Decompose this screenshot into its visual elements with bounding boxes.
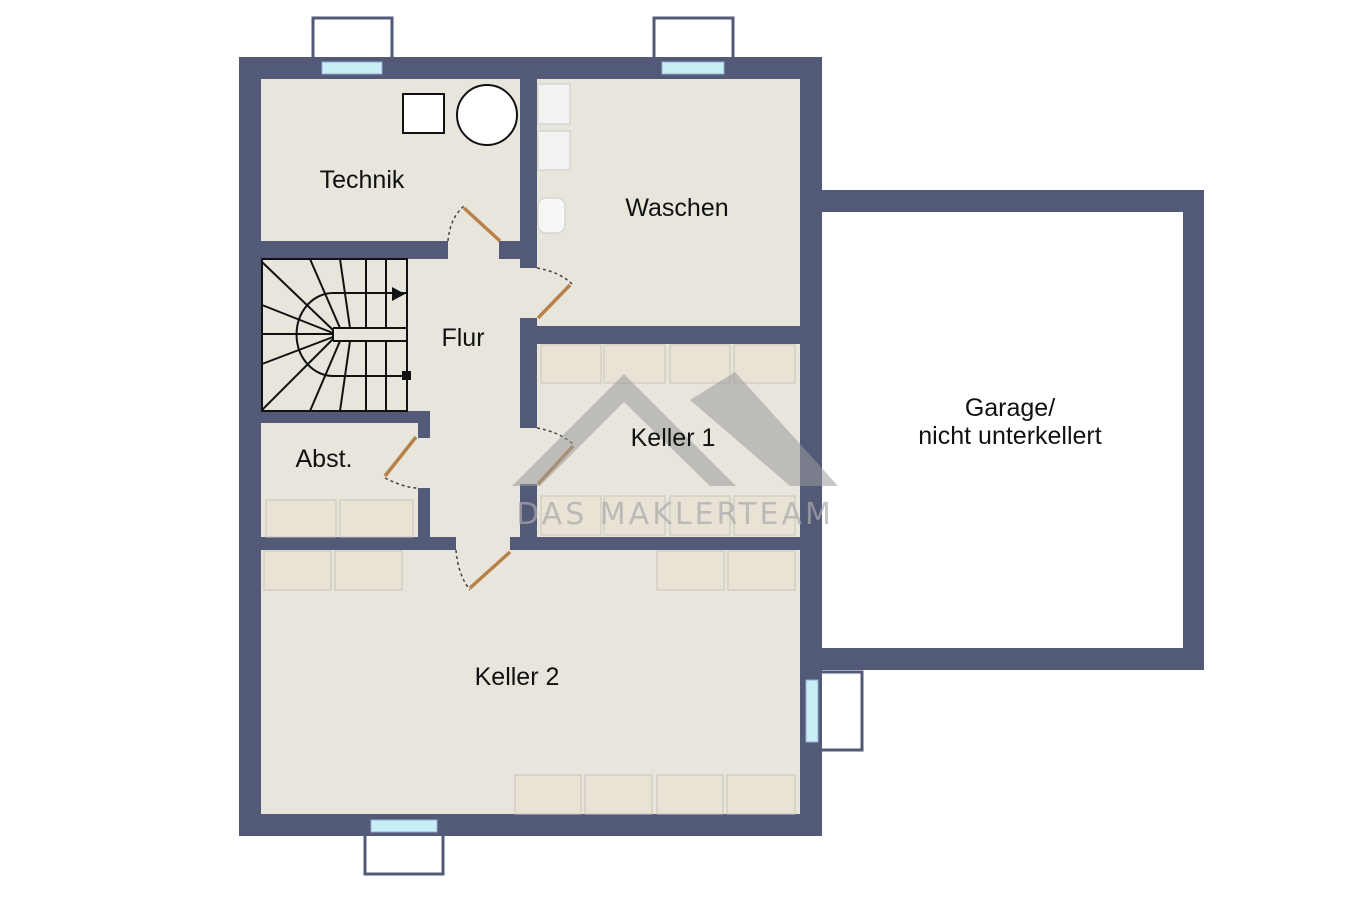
washing-machine [537, 83, 571, 125]
dryer [537, 130, 571, 171]
watermark-logo: DAS MAKLERTEAM [512, 372, 838, 532]
staircase [261, 258, 411, 412]
window-glass [321, 61, 819, 833]
room-label-abst: Abst. [296, 445, 353, 473]
furniture [263, 83, 796, 815]
room-label-flur: Flur [441, 324, 484, 352]
shelves [263, 344, 796, 815]
tank [456, 84, 518, 146]
sink [537, 197, 566, 234]
watermark-text: DAS MAKLERTEAM [516, 497, 834, 532]
room-label-garage-note: nicht unterkellert [918, 422, 1101, 450]
room-label-garage: Garage/ [965, 394, 1055, 422]
room-label-waschen: Waschen [625, 194, 728, 222]
room-label-technik: Technik [320, 166, 405, 194]
boiler [402, 93, 445, 134]
garage-floor [822, 212, 1183, 648]
room-label-keller2: Keller 2 [475, 663, 560, 691]
room-label-keller1: Keller 1 [631, 424, 716, 452]
arrow-icon [392, 287, 405, 301]
interior-walls [261, 79, 800, 550]
